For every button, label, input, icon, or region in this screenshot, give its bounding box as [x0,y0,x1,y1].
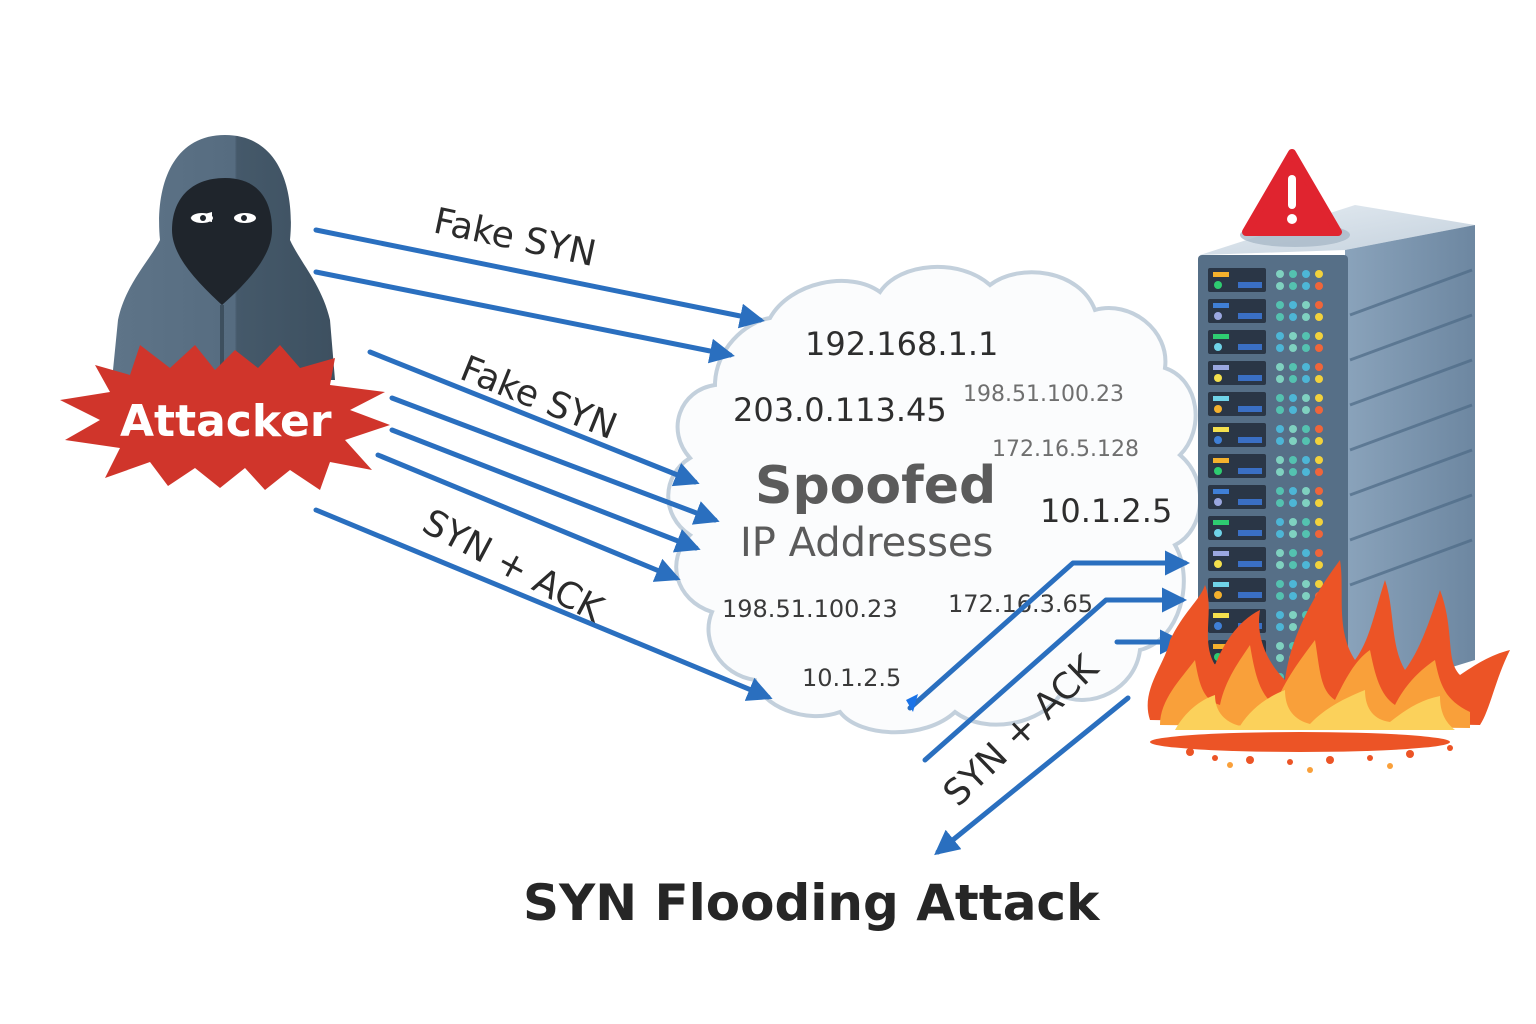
rack-unit [1208,547,1323,571]
cloud-ip-8: 10.1.2.5 [802,664,901,692]
arrow-fake-syn-6 [375,452,681,582]
cloud-ip-7: 172.16.3.65 [948,590,1093,618]
rack-unit [1208,485,1323,509]
cloud-subtitle: IP Addresses [740,520,993,566]
warning-triangle-icon [1242,149,1342,236]
arrow-fake-syn-2 [313,269,735,364]
attacker-label: Attacker [120,396,332,447]
rack-unit [1208,361,1323,385]
diagram-title: SYN Flooding Attack [523,874,1101,932]
label-fake-syn-top: Fake SYN [430,201,599,275]
cloud-title: Spoofed [755,456,996,516]
spoofed-ip-cloud: 192.168.1.1 203.0.113.45 198.51.100.23 1… [666,265,1202,735]
arrow-to-server-2 [922,587,1187,763]
cloud-ip-4: 172.16.5.128 [992,437,1139,462]
cloud-shape [666,265,1202,735]
cloud-ip-2: 203.0.113.45 [733,391,947,429]
attacker: Attacker [60,135,390,490]
cloud-ip-3: 198.51.100.23 [963,382,1124,407]
arrow-fake-syn-1 [313,227,765,329]
rack-unit [1208,330,1323,354]
arrow-fake-syn-4 [389,395,720,525]
arrow-to-server-1 [907,550,1190,711]
label-syn-ack-left: SYN + ACK [416,502,611,632]
rack-unit [1208,423,1323,447]
rack-unit [1208,299,1323,323]
arrow-syn-ack-return [934,695,1131,856]
hooded-hacker-icon [112,135,335,380]
rack-unit [1208,268,1323,292]
rack-unit [1208,392,1323,416]
arrow-fake-syn-5 [389,427,701,553]
fire-icon [1147,560,1510,773]
rack-unit [1208,516,1323,540]
attacker-badge: Attacker [60,345,390,490]
arrow-syn-ack-1 [313,507,773,701]
arrow-fake-syn-3 [367,349,700,487]
cloud-ip-6: 198.51.100.23 [722,595,898,623]
cloud-ip-1: 192.168.1.1 [805,325,998,363]
rack-unit [1208,454,1323,478]
cloud-ip-5: 10.1.2.5 [1040,492,1172,530]
